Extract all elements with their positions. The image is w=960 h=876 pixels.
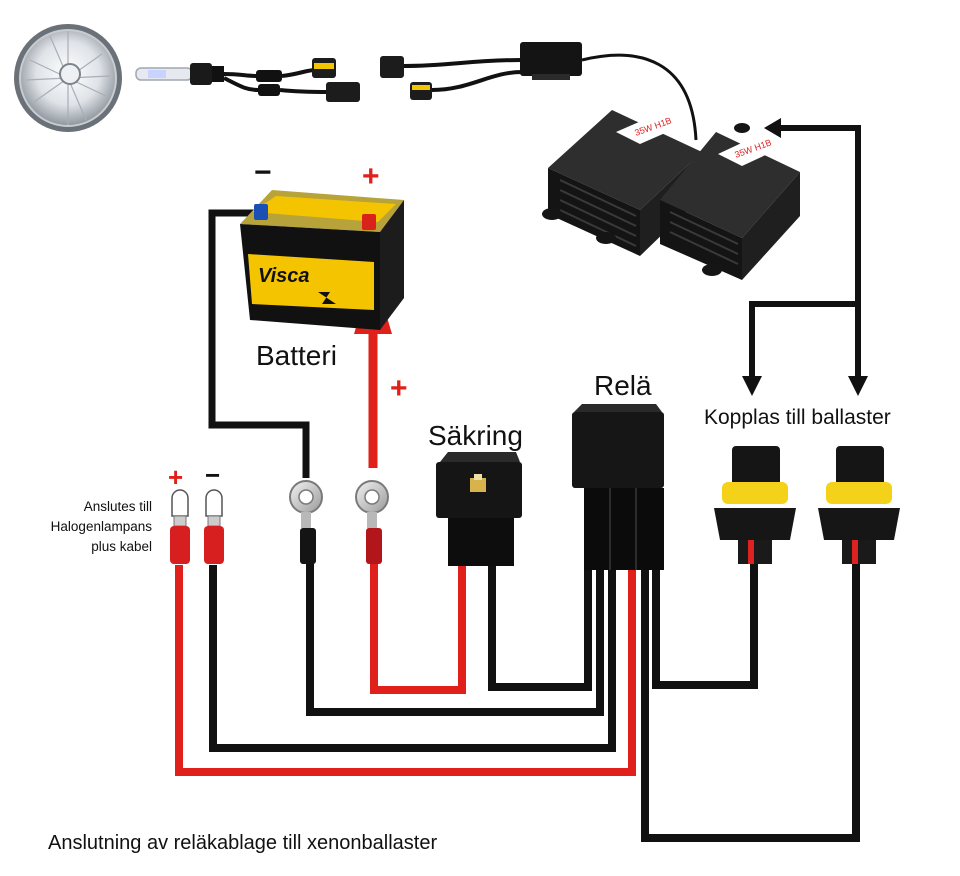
relay-icon xyxy=(572,404,664,570)
halogen-plus-sign: + xyxy=(168,462,184,492)
ring-terminal-plus xyxy=(355,480,389,564)
xenon-bulb-icon xyxy=(135,58,360,102)
ballast-cable-icon xyxy=(380,42,698,141)
battery-plus-sign: + xyxy=(362,160,380,193)
wire-battery-minus xyxy=(208,209,310,478)
spade-terminal-plus xyxy=(170,489,190,564)
battery-minus-sign: − xyxy=(254,156,272,189)
wire-fuse-relay xyxy=(488,565,592,691)
headlight-icon xyxy=(14,24,122,132)
wire-halogen-plus xyxy=(175,565,636,776)
battery-brand: Visca xyxy=(258,265,310,287)
ballast-connector-1 xyxy=(714,446,796,564)
battery-icon: Visca xyxy=(240,190,404,330)
arrow-plus-sign: + xyxy=(390,372,408,405)
h1-connector-icon xyxy=(714,446,900,564)
connect-ballasts-label: Kopplas till ballaster xyxy=(704,406,891,429)
diagram-caption: Anslutning av reläkablage till xenonball… xyxy=(48,832,438,854)
battery-plus-terminal xyxy=(362,214,376,230)
wire-arrow-branch xyxy=(749,301,858,376)
ballast-icon: 35W H1B 35W H1B xyxy=(542,110,800,280)
battery-minus-terminal xyxy=(254,204,268,220)
wire-halogen-minus xyxy=(209,565,616,752)
battery-label: Batteri xyxy=(256,340,337,371)
fuse-label: Säkring xyxy=(428,420,523,451)
arrow-to-connector-2 xyxy=(848,376,868,396)
wires xyxy=(175,125,861,842)
wire-relay-ballast1 xyxy=(652,560,758,689)
spade-terminal-minus xyxy=(204,489,224,564)
wire-relay-ballast2 xyxy=(641,560,860,842)
halogen-note-line1: Anslutes till xyxy=(83,499,152,514)
arrow-to-connector-1 xyxy=(742,376,762,396)
relay-label: Relä xyxy=(594,370,652,401)
wire-plus-fuse xyxy=(370,562,466,694)
fuse-holder-icon xyxy=(436,452,522,566)
spade-terminal-icon xyxy=(170,489,224,564)
ballast-connector-2 xyxy=(818,446,900,564)
wire-ground-relay xyxy=(306,562,604,716)
ballast-unit-2: 35W H1B xyxy=(660,123,800,280)
halogen-note-line3: plus kabel xyxy=(91,539,152,554)
arrow-to-ballast xyxy=(764,118,781,138)
halogen-minus-sign: − xyxy=(205,460,221,490)
ring-terminal-minus xyxy=(289,480,323,564)
halogen-note-line2: Halogenlampans xyxy=(50,519,152,534)
wire-arrow-trunk xyxy=(780,125,861,376)
ring-terminal-icon xyxy=(289,480,389,564)
